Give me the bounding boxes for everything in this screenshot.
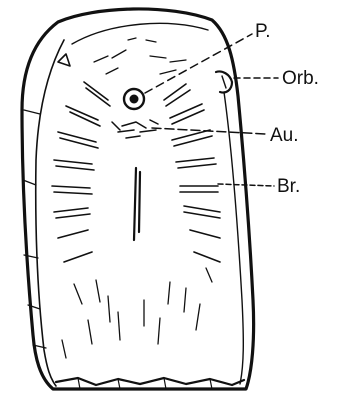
- anterior-notch: [58, 54, 70, 66]
- pineal-opening-inner: [130, 95, 139, 104]
- branchial-leader: [218, 184, 274, 186]
- median-ridge: [134, 168, 140, 240]
- leader-lines: [145, 34, 278, 186]
- label-branchial: Br.: [277, 176, 300, 197]
- auditory-leader: [152, 128, 266, 134]
- shield-outline: [22, 9, 254, 389]
- right-branchial-series: [164, 84, 220, 262]
- label-pineal: P.: [255, 21, 271, 42]
- left-branchial-series: [52, 82, 110, 262]
- label-orbit: Orb.: [282, 68, 319, 89]
- orbit-notch-inner: [222, 76, 226, 88]
- posterior-ornament: [62, 268, 212, 358]
- posterior-edge: [56, 378, 244, 385]
- left-rim-line: [36, 40, 64, 386]
- rostral-markings: [94, 38, 186, 74]
- auditory-region: [112, 120, 158, 138]
- top-rim-line: [72, 23, 208, 44]
- label-auditory: Au.: [270, 125, 299, 146]
